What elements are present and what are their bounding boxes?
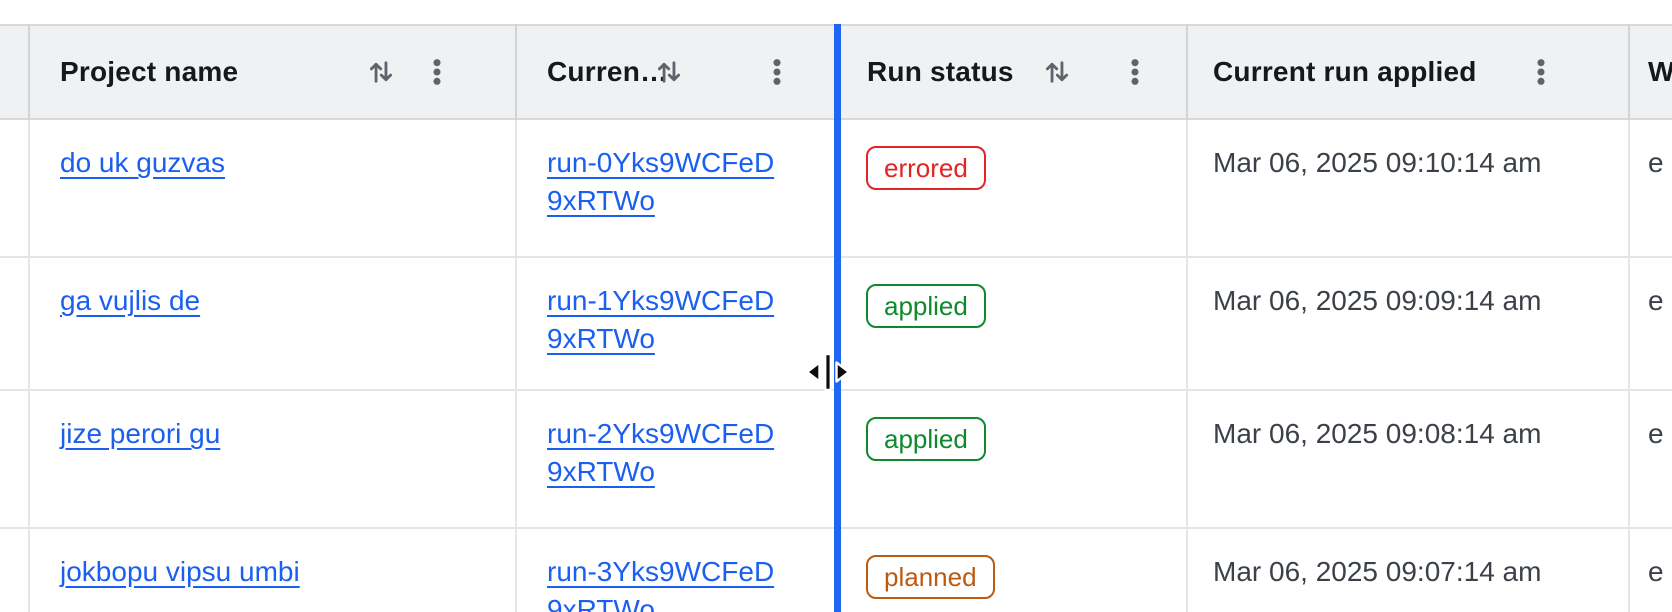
run-status-badge: errored	[866, 146, 986, 190]
column-header-project-name: Project name	[60, 56, 239, 87]
current-run-applied-timestamp: Mar 06, 2025 09:09:14 am	[1213, 285, 1542, 316]
run-link[interactable]: run-1Yks9WCFeD9xRTWo	[547, 285, 775, 354]
next-column-fragment: e	[1648, 285, 1664, 316]
current-run-applied-timestamp: Mar 06, 2025 09:10:14 am	[1213, 147, 1542, 178]
next-column-fragment: e	[1648, 147, 1664, 178]
project-link[interactable]: ga vujlis de	[60, 285, 201, 316]
run-link[interactable]: run-3Yks9WCFeD9xRTWo	[547, 556, 775, 612]
run-link[interactable]: run-0Yks9WCFeD9xRTWo	[547, 147, 775, 216]
project-link[interactable]: do uk guzvas	[60, 147, 225, 178]
project-link[interactable]: jokbopu vipsu umbi	[60, 556, 300, 587]
next-column-fragment: e	[1648, 418, 1664, 449]
column-header-current-run-applied: Current run applied	[1213, 56, 1477, 87]
kebab-menu-icon[interactable]	[1118, 55, 1152, 89]
current-run-applied-timestamp: Mar 06, 2025 09:07:14 am	[1213, 556, 1542, 587]
sort-arrows-icon[interactable]	[652, 55, 686, 89]
run-link[interactable]: run-2Yks9WCFeD9xRTWo	[547, 418, 775, 487]
current-run-applied-timestamp: Mar 06, 2025 09:08:14 am	[1213, 418, 1542, 449]
kebab-menu-icon[interactable]	[1524, 55, 1558, 89]
kebab-menu-icon[interactable]	[760, 55, 794, 89]
run-status-badge: applied	[866, 417, 986, 461]
column-header-current-run: Curren…	[547, 56, 669, 87]
next-column-fragment: e	[1648, 556, 1664, 587]
run-status-badge: applied	[866, 284, 986, 328]
column-header-run-status: Run status	[867, 56, 1014, 87]
run-status-badge: planned	[866, 555, 995, 599]
sort-arrows-icon[interactable]	[364, 55, 398, 89]
column-header-next-partial: W	[1648, 56, 1672, 87]
kebab-menu-icon[interactable]	[420, 55, 454, 89]
sort-arrows-icon[interactable]	[1040, 55, 1074, 89]
project-link[interactable]: jize perori gu	[60, 418, 221, 449]
column-resize-indicator[interactable]	[834, 24, 841, 612]
